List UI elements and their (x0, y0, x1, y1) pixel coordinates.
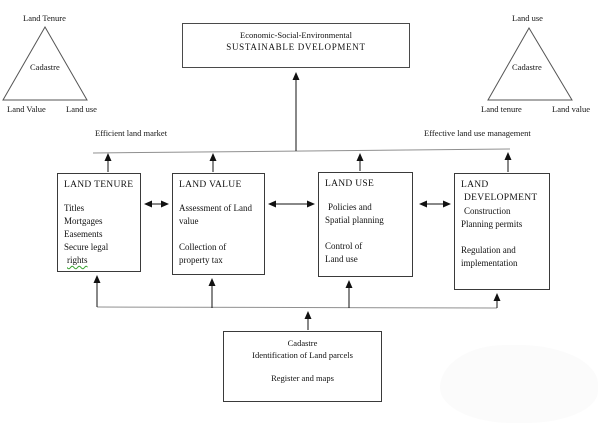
land-value-box: LAND VALUE Assessment of Land value Coll… (172, 173, 265, 275)
land-development-text: Construction (464, 206, 511, 216)
market-bus-line (92, 148, 511, 154)
land-development-box: LAND DEVELOPMENT Construction Planning p… (454, 173, 550, 290)
sustainable-development-line1: Economic-Social-Environmental (240, 30, 352, 40)
land-tenure-item: Secure legal (64, 242, 109, 252)
left-triangle-top-label: Land Tenure (23, 13, 66, 23)
land-use-title: LAND USE (325, 179, 375, 189)
land-use-text: Policies and (328, 202, 372, 212)
land-tenure-box: LAND TENURE Titles Mortgages Easements S… (57, 173, 141, 272)
land-use-text: Control of (325, 241, 363, 251)
land-development-title: DEVELOPMENT (464, 193, 538, 203)
faint-watermark-blob (440, 345, 598, 423)
effective-land-use-management-label: Effective land use management (424, 128, 531, 138)
land-development-text: Regulation and (461, 245, 516, 255)
cadastre-bus-line (96, 306, 498, 309)
cadastre-line3: Register and maps (271, 373, 334, 383)
land-value-text: value (179, 216, 199, 226)
cadastre-box: Cadastre Identification of Land parcels … (223, 331, 382, 402)
land-tenure-item: Mortgages (64, 216, 103, 226)
land-development-title: LAND (461, 180, 489, 190)
land-development-text: implementation (461, 258, 518, 268)
right-triangle-center-label: Cadastre (512, 62, 542, 72)
sustainable-development-box: Economic-Social-Environmental SUSTAINABL… (182, 23, 410, 68)
right-cadastre-triangle (487, 27, 573, 101)
left-triangle-br-label: Land use (66, 104, 97, 114)
cadastre-line2: Identification of Land parcels (252, 350, 353, 360)
land-use-text: Land use (325, 254, 358, 264)
land-use-text: Spatial planning (325, 215, 384, 225)
land-tenure-item: Titles (64, 203, 85, 213)
land-tenure-item: Easements (64, 229, 103, 239)
right-triangle-br-label: Land value (552, 104, 590, 114)
land-development-text: Planning permits (461, 219, 523, 229)
land-value-title: LAND VALUE (179, 180, 242, 190)
land-tenure-item-misspelled: rights (67, 255, 88, 265)
sustainable-development-line2: SUSTAINABLE DVELOPMENT (226, 42, 366, 52)
cadastre-line1: Cadastre (287, 338, 318, 348)
land-value-text: property tax (179, 255, 223, 265)
land-value-text: Assessment of Land (179, 203, 252, 213)
land-use-box: LAND USE Policies and Spatial planning C… (318, 172, 413, 277)
efficient-land-market-label: Efficient land market (95, 128, 168, 138)
left-triangle-bl-label: Land Value (7, 104, 46, 114)
land-value-text: Collection of (179, 242, 227, 252)
left-triangle-center-label: Cadastre (30, 62, 60, 72)
right-triangle-bl-label: Land tenure (481, 104, 522, 114)
land-tenure-title: LAND TENURE (64, 180, 134, 190)
right-triangle-top-label: Land use (512, 13, 543, 23)
left-cadastre-triangle (2, 25, 88, 101)
